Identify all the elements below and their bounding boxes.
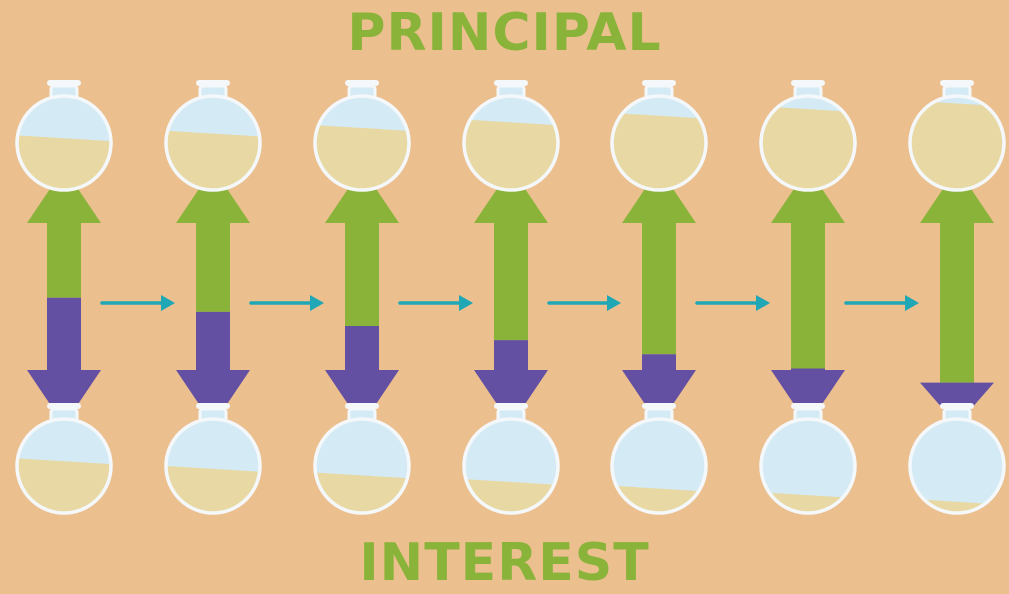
principal-arrow [325,168,399,327]
flask-lip [940,403,974,409]
stage-6 [771,168,919,425]
flask-lip [196,403,230,409]
flask-lip [47,80,81,86]
flask-outline [908,417,1006,515]
flask-liquid [17,458,111,513]
interest-flask [15,403,113,515]
interest-flask [164,403,262,515]
flask-liquid [166,465,260,513]
liquid-level [315,472,409,513]
flask-liquid [315,124,409,190]
stage-1 [27,168,175,425]
right-arrow-head [756,295,770,311]
flask-lip [642,403,676,409]
flask-outline [610,417,708,515]
liquid-level [910,100,1004,190]
principal-flask [462,80,560,192]
flask-outline [462,94,560,192]
principal-arrow [920,168,994,383]
flask-lip [345,403,379,409]
flask-glass [910,419,1004,513]
principal-arrow [27,168,101,298]
flask-outline [313,417,411,515]
principal-flask [15,80,113,192]
flask-outline [15,94,113,192]
interest-arrow [176,311,250,425]
flask-outline [759,94,857,192]
flask-liquid [910,100,1004,190]
liquid-level [612,112,706,190]
liquid-level [17,458,111,513]
liquid-level [315,124,409,190]
right-arrow-head [905,295,919,311]
principal-label: PRINCIPAL [347,3,662,63]
flask-outline [313,94,411,192]
flask-lip [642,80,676,86]
liquid-level [464,119,558,190]
flask-lip [47,403,81,409]
right-arrow-head [607,295,621,311]
interest-flask [313,403,411,515]
principal-arrow [474,168,548,341]
principal-arrow [771,168,845,369]
interest-flask [908,403,1006,515]
flask-liquid [166,130,260,190]
flask-outline [164,417,262,515]
interest-arrow [771,368,845,425]
flask-outline [610,94,708,192]
flask-lip [791,403,825,409]
principal-flask [610,80,708,192]
interest-arrow [474,340,548,425]
liquid-level [166,130,260,190]
stage-4 [474,168,621,425]
right-arrow-head [310,295,324,311]
stage-5 [622,168,770,425]
principal-flask [313,80,411,192]
right-arrow-head [161,295,175,311]
flask-lip [196,80,230,86]
flask-liquid [17,135,111,190]
right-arrow-head [459,295,473,311]
interest-flask [462,403,560,515]
flask-liquid [315,472,409,513]
flask-liquid [761,106,855,190]
flask-lip [494,403,528,409]
flask-outline [15,417,113,515]
interest-arrow [622,354,696,425]
flask-outline [164,94,262,192]
stage-3 [325,168,473,425]
interest-arrow [27,297,101,425]
interest-label: INTEREST [359,533,650,593]
flask-lip [345,80,379,86]
principal-arrow [176,168,250,312]
principal-flask [908,80,1006,192]
principal-arrow [622,168,696,355]
flask-lip [494,80,528,86]
principal-flask [164,80,262,192]
liquid-level [761,106,855,190]
interest-flask [610,403,708,515]
principal-flask [759,80,857,192]
liquid-level [166,465,260,513]
flask-glass [761,419,855,513]
flask-outline [462,417,560,515]
liquid-level [17,135,111,190]
flask-outline [908,94,1006,192]
flask-liquid [464,119,558,190]
stage-7 [920,168,994,425]
interest-arrow [325,326,399,425]
flask-liquid [612,112,706,190]
flask-lip [791,80,825,86]
flask-outline [759,417,857,515]
flask-lip [940,80,974,86]
stage-2 [176,168,324,425]
interest-flask [759,403,857,515]
